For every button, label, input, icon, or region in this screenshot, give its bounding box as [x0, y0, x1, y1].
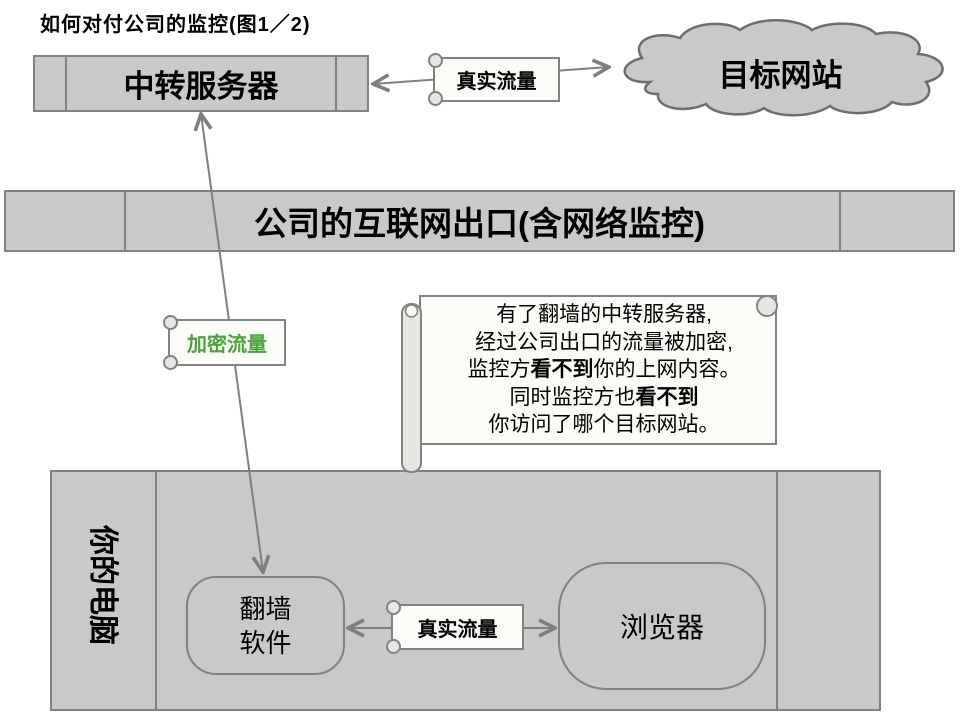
proxy-software-node: 翻墙 软件	[186, 576, 345, 675]
company-gateway-label: 公司的互联网出口(含网络监控)	[254, 205, 705, 242]
explanation-text: 有了翻墙的中转服务器, 经过公司出口的流量被加密, 监控方看不到你的上网内容。 …	[428, 298, 780, 442]
real-traffic-label-bottom-text: 真实流量	[417, 618, 498, 641]
note-line-4: 同时监控方也看不到	[428, 384, 780, 412]
cloud-shape	[623, 19, 944, 117]
real-traffic-label-top-text: 真实流量	[456, 71, 537, 93]
real-traffic-label-bottom: 真实流量	[386, 600, 524, 654]
scroll-roll-left	[401, 303, 422, 473]
note-line-1-text: 有了翻墙的中转服务器,	[496, 303, 712, 327]
company-gateway-node: 公司的互联网出口(含网络监控)	[4, 190, 955, 252]
scroll-curl-top-right	[756, 295, 778, 317]
explanation-scroll: 有了翻墙的中转服务器, 经过公司出口的流量被加密, 监控方看不到你的上网内容。 …	[398, 290, 792, 478]
note-line-3-bold: 看不到	[530, 358, 594, 382]
note-line-5-text: 你访问了哪个目标网站。	[488, 413, 720, 437]
proxy-software-label: 翻墙 软件	[239, 592, 291, 660]
note-line-4-pre: 同时监控方也	[509, 385, 636, 409]
note-line-5: 你访问了哪个目标网站。	[428, 411, 780, 439]
proxy-software-label-line2: 软件	[239, 627, 292, 658]
note-line-2: 经过公司出口的流量被加密,	[428, 329, 780, 357]
real-traffic-label-top: 真实流量	[428, 53, 560, 106]
encrypted-traffic-label: 加密流量	[163, 315, 286, 370]
note-line-4-bold: 看不到	[635, 385, 699, 409]
proxy-software-label-line1: 翻墙	[239, 593, 292, 624]
relay-server-node: 中转服务器	[33, 55, 369, 112]
target-website-node: 目标网站	[608, 18, 953, 122]
browser-node: 浏览器	[558, 562, 766, 690]
note-line-3-post: 你的上网内容。	[593, 358, 741, 382]
scroll-curl-top-left	[404, 304, 419, 318]
browser-label: 浏览器	[619, 612, 704, 643]
note-line-3-pre: 监控方	[467, 358, 531, 382]
target-website-label: 目标网站	[718, 58, 843, 93]
scroll-shape	[401, 295, 778, 473]
cloud-icon	[623, 19, 944, 117]
note-line-2-text: 经过公司出口的流量被加密,	[475, 330, 733, 354]
note-line-1: 有了翻墙的中转服务器,	[428, 301, 780, 329]
relay-server-label: 中转服务器	[123, 69, 279, 104]
diagram-title: 如何对付公司的监控(图1／2)	[40, 14, 311, 36]
your-computer-label: 你的电脑	[86, 525, 119, 645]
note-line-3: 监控方看不到你的上网内容。	[428, 356, 780, 384]
encrypted-traffic-label-text: 加密流量	[187, 334, 267, 356]
